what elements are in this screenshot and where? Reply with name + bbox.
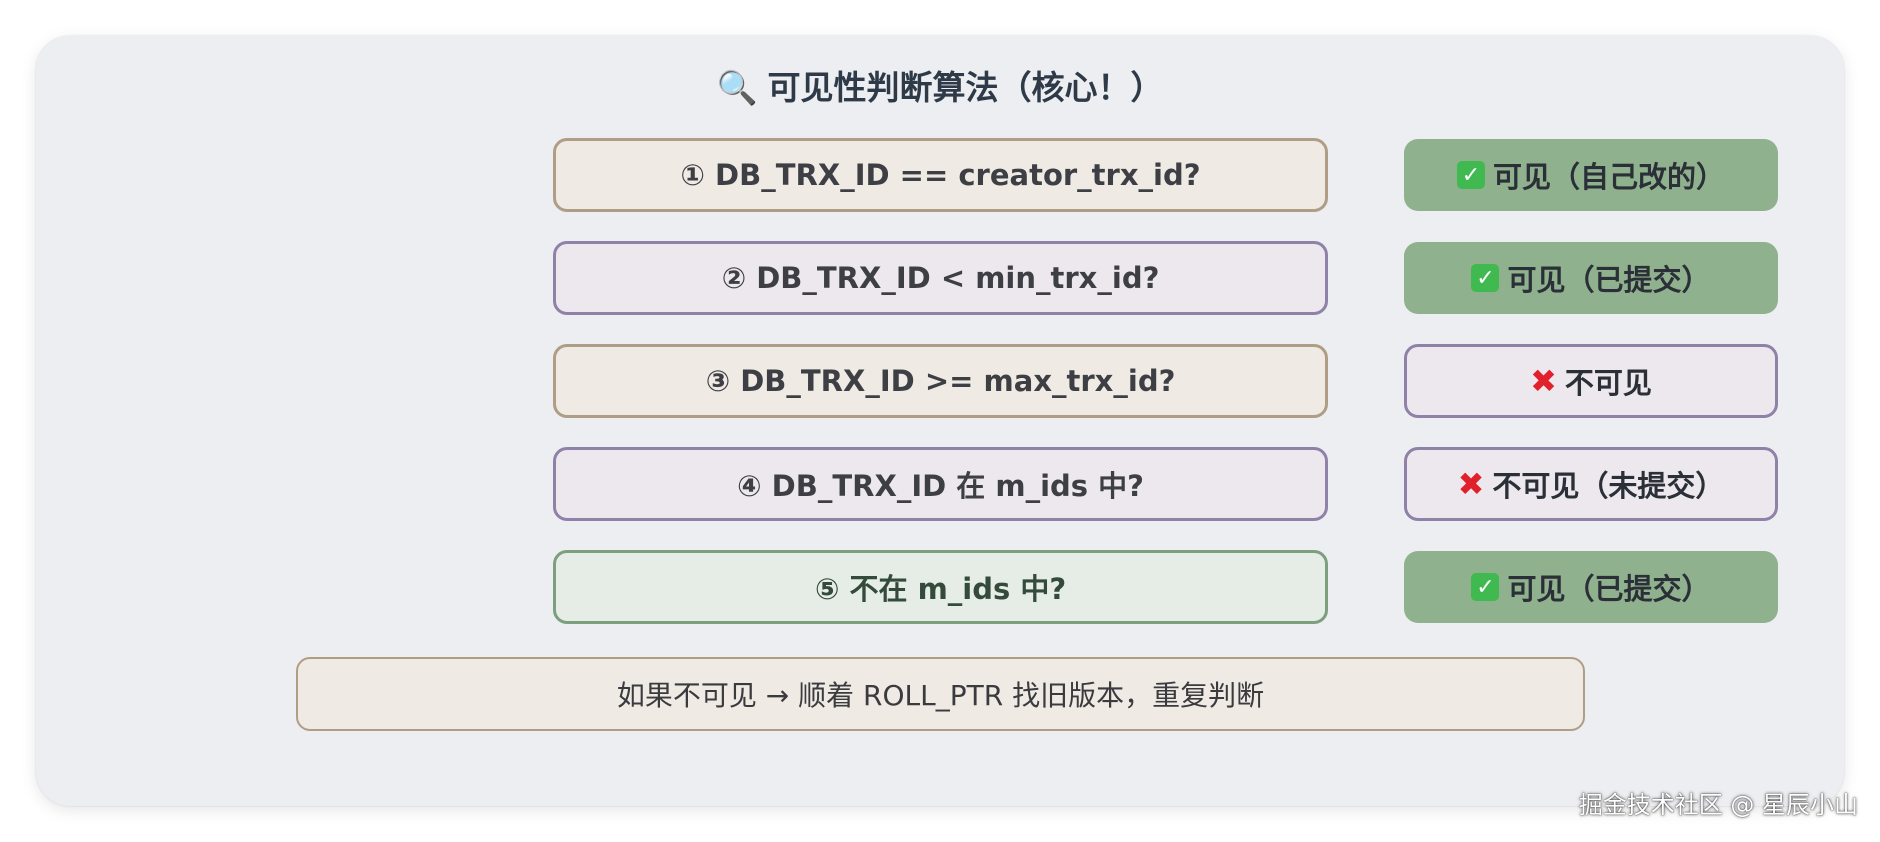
condition-label: ② DB_TRX_ID < min_trx_id? — [721, 261, 1160, 295]
result-box-1: ✓ 可见（自己改的） — [1404, 139, 1778, 211]
condition-box-5: ⑤ 不在 m_ids 中? — [553, 550, 1328, 624]
condition-box-3: ③ DB_TRX_ID >= max_trx_id? — [553, 344, 1328, 418]
result-box-3: ✖ 不可见 — [1404, 344, 1778, 418]
condition-box-4: ④ DB_TRX_ID 在 m_ids 中? — [553, 447, 1328, 521]
result-box-5: ✓ 可见（已提交） — [1404, 551, 1778, 623]
check-mark-icon: ✓ — [1456, 161, 1485, 189]
watermark: 掘金技术社区 @ 星辰小山 — [1578, 791, 1858, 819]
condition-label: ① DB_TRX_ID == creator_trx_id? — [680, 158, 1201, 192]
result-box-4: ✖ 不可见（未提交） — [1404, 447, 1778, 521]
cross-mark-icon: ✖ — [1530, 362, 1557, 400]
diagram-title: 🔍可见性判断算法（核心！） — [0, 68, 1880, 108]
check-mark-icon: ✓ — [1471, 264, 1500, 292]
result-box-2: ✓ 可见（已提交） — [1404, 242, 1778, 314]
result-label: 不可见 — [1564, 366, 1652, 400]
magnifier-icon: 🔍 — [716, 68, 758, 107]
cross-mark-icon: ✖ — [1457, 465, 1485, 503]
result-label: 可见（已提交） — [1507, 263, 1711, 297]
fallback-note-box: 如果不可见 → 顺着 ROLL_PTR 找旧版本，重复判断 — [296, 657, 1585, 731]
condition-label: ③ DB_TRX_ID >= max_trx_id? — [705, 364, 1176, 398]
result-label: 可见（自己改的） — [1492, 160, 1725, 194]
condition-box-2: ② DB_TRX_ID < min_trx_id? — [553, 241, 1328, 315]
diagram-title-text: 可见性判断算法（核心！） — [767, 68, 1164, 107]
result-label: 不可见（未提交） — [1492, 469, 1725, 503]
fallback-note-text: 如果不可见 → 顺着 ROLL_PTR 找旧版本，重复判断 — [616, 679, 1265, 712]
check-mark-icon: ✓ — [1471, 573, 1500, 601]
condition-box-1: ① DB_TRX_ID == creator_trx_id? — [553, 138, 1328, 212]
result-label: 可见（已提交） — [1507, 572, 1711, 606]
condition-label: ⑤ 不在 m_ids 中? — [814, 572, 1067, 606]
condition-label: ④ DB_TRX_ID 在 m_ids 中? — [737, 469, 1144, 503]
